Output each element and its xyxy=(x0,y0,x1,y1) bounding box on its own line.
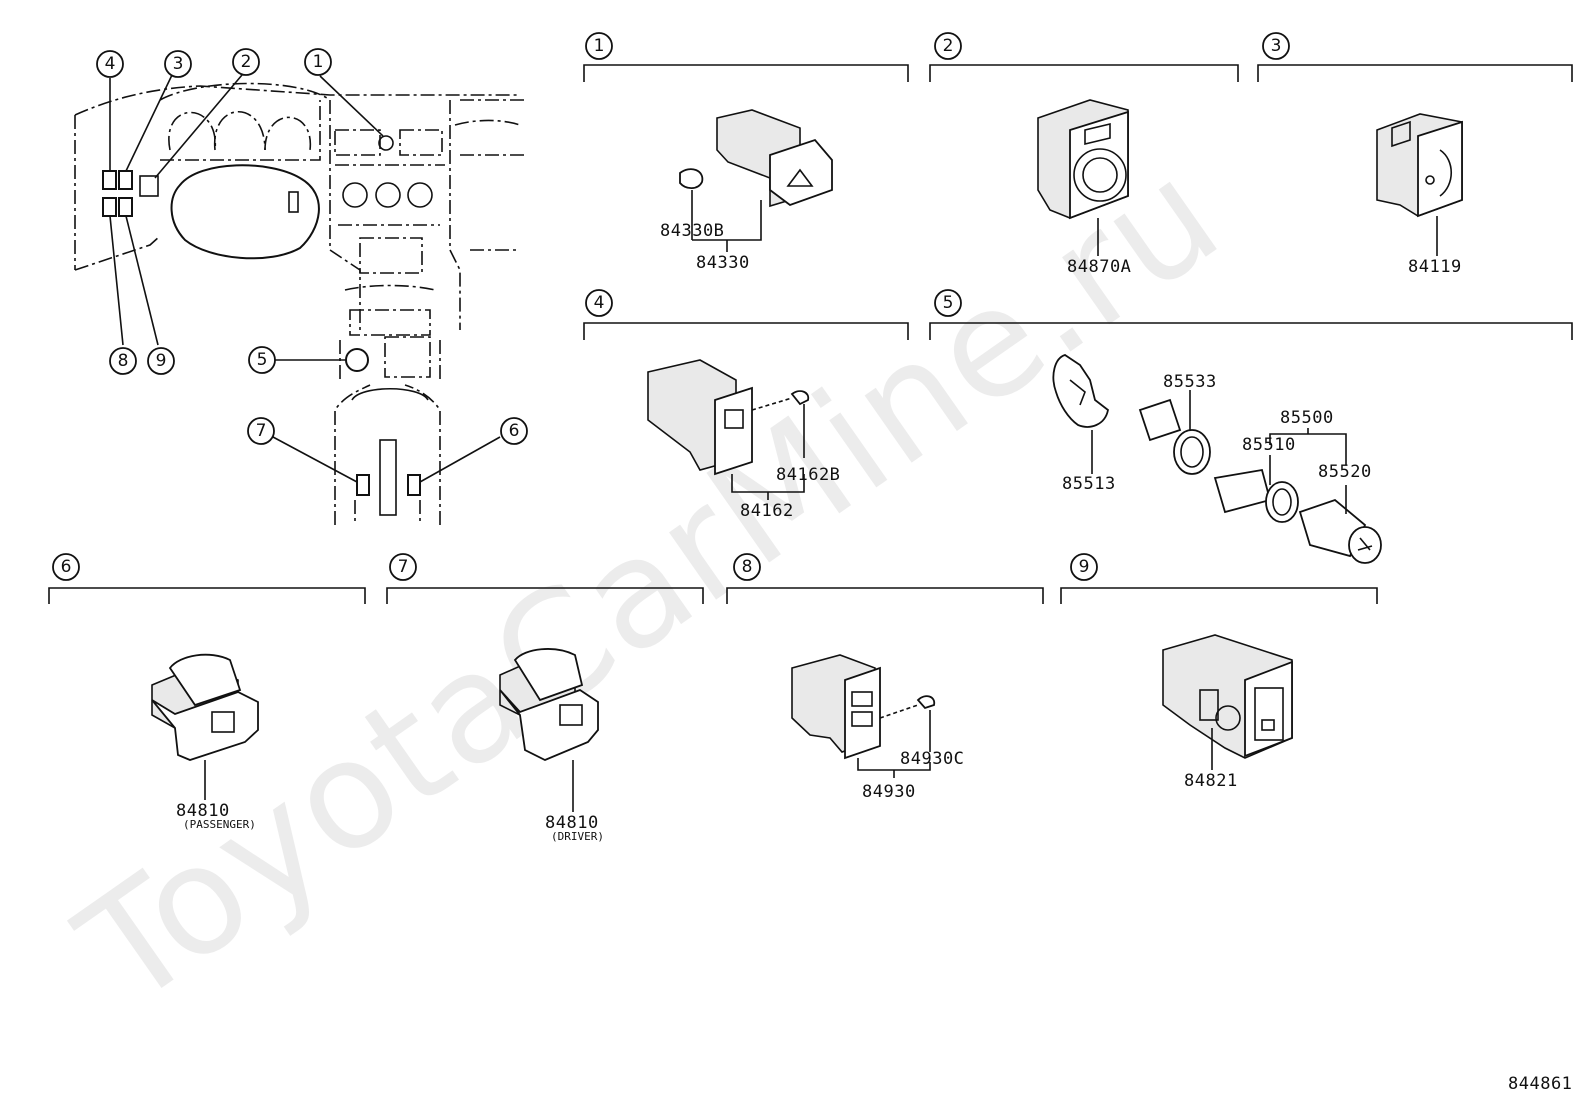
part-84810-driver: 84810 xyxy=(545,813,599,833)
section-6-window-switch-passenger[interactable]: 6 84810 (PASSENGER) xyxy=(48,553,366,831)
part-85510: 85510 xyxy=(1242,435,1296,455)
section-7-number: 7 xyxy=(398,557,409,577)
section-4-number: 4 xyxy=(594,293,605,313)
svg-text:5: 5 xyxy=(257,350,268,370)
svg-text:1: 1 xyxy=(313,52,324,72)
part-85500: 85500 xyxy=(1280,408,1334,428)
section-7-window-switch-driver[interactable]: 7 84810 (DRIVER) xyxy=(386,553,704,843)
part-85533: 85533 xyxy=(1163,372,1217,392)
section-8-number: 8 xyxy=(742,557,753,577)
section-6-number: 6 xyxy=(61,557,72,577)
callout-9[interactable]: 9 xyxy=(147,347,175,375)
part-84810-passenger: 84810 xyxy=(176,801,230,821)
figure-id: 844861 xyxy=(1508,1074,1572,1094)
callout-5[interactable]: 5 xyxy=(248,346,276,374)
section-1-number: 1 xyxy=(594,36,605,56)
section-5-number: 5 xyxy=(943,293,954,313)
svg-text:3: 3 xyxy=(173,54,184,74)
part-84870A: 84870A xyxy=(1067,257,1131,277)
part-84162B: 84162B xyxy=(776,465,840,485)
callout-3[interactable]: 3 xyxy=(164,50,192,78)
section-2-number: 2 xyxy=(943,36,954,56)
callout-4[interactable]: 4 xyxy=(96,50,124,78)
section-8-switch[interactable]: 8 84930C 84930 xyxy=(726,553,1044,802)
part-85520: 85520 xyxy=(1318,462,1372,482)
svg-text:9: 9 xyxy=(156,351,167,371)
section-2-mirror-switch[interactable]: 2 84870A xyxy=(929,32,1239,277)
part-84330B: 84330B xyxy=(660,221,724,241)
section-9-switch[interactable]: 9 84821 xyxy=(1060,553,1378,791)
part-84930C: 84930C xyxy=(900,749,964,769)
section-1-hazard-switch[interactable]: 1 84330B 84330 xyxy=(583,32,909,273)
section-4-fog-switch[interactable]: 4 84162B 84162 xyxy=(583,289,909,521)
section-9-number: 9 xyxy=(1079,557,1090,577)
note-passenger: (PASSENGER) xyxy=(183,818,256,831)
part-84162: 84162 xyxy=(740,501,794,521)
svg-text:4: 4 xyxy=(105,54,116,74)
svg-text:7: 7 xyxy=(256,421,267,441)
svg-text:2: 2 xyxy=(241,52,252,72)
callout-7[interactable]: 7 xyxy=(247,417,275,445)
part-84119: 84119 xyxy=(1408,257,1462,277)
section-3-switch[interactable]: 3 84119 xyxy=(1257,32,1573,277)
part-84930: 84930 xyxy=(862,782,916,802)
note-driver: (DRIVER) xyxy=(551,830,604,843)
part-84821: 84821 xyxy=(1184,771,1238,791)
svg-text:8: 8 xyxy=(118,351,129,371)
dashboard-overview: 4 3 2 1 8 9 5 7 6 xyxy=(74,48,528,525)
callout-2[interactable]: 2 xyxy=(232,48,260,76)
callout-6[interactable]: 6 xyxy=(500,417,528,445)
section-3-number: 3 xyxy=(1271,36,1282,56)
part-85513: 85513 xyxy=(1062,474,1116,494)
callout-8[interactable]: 8 xyxy=(109,347,137,375)
part-84330: 84330 xyxy=(696,253,750,273)
callout-1[interactable]: 1 xyxy=(304,48,332,76)
svg-text:6: 6 xyxy=(509,421,520,441)
section-5-cigarette-lighter[interactable]: 5 85513 85533 85510 85520 85500 xyxy=(929,289,1573,564)
